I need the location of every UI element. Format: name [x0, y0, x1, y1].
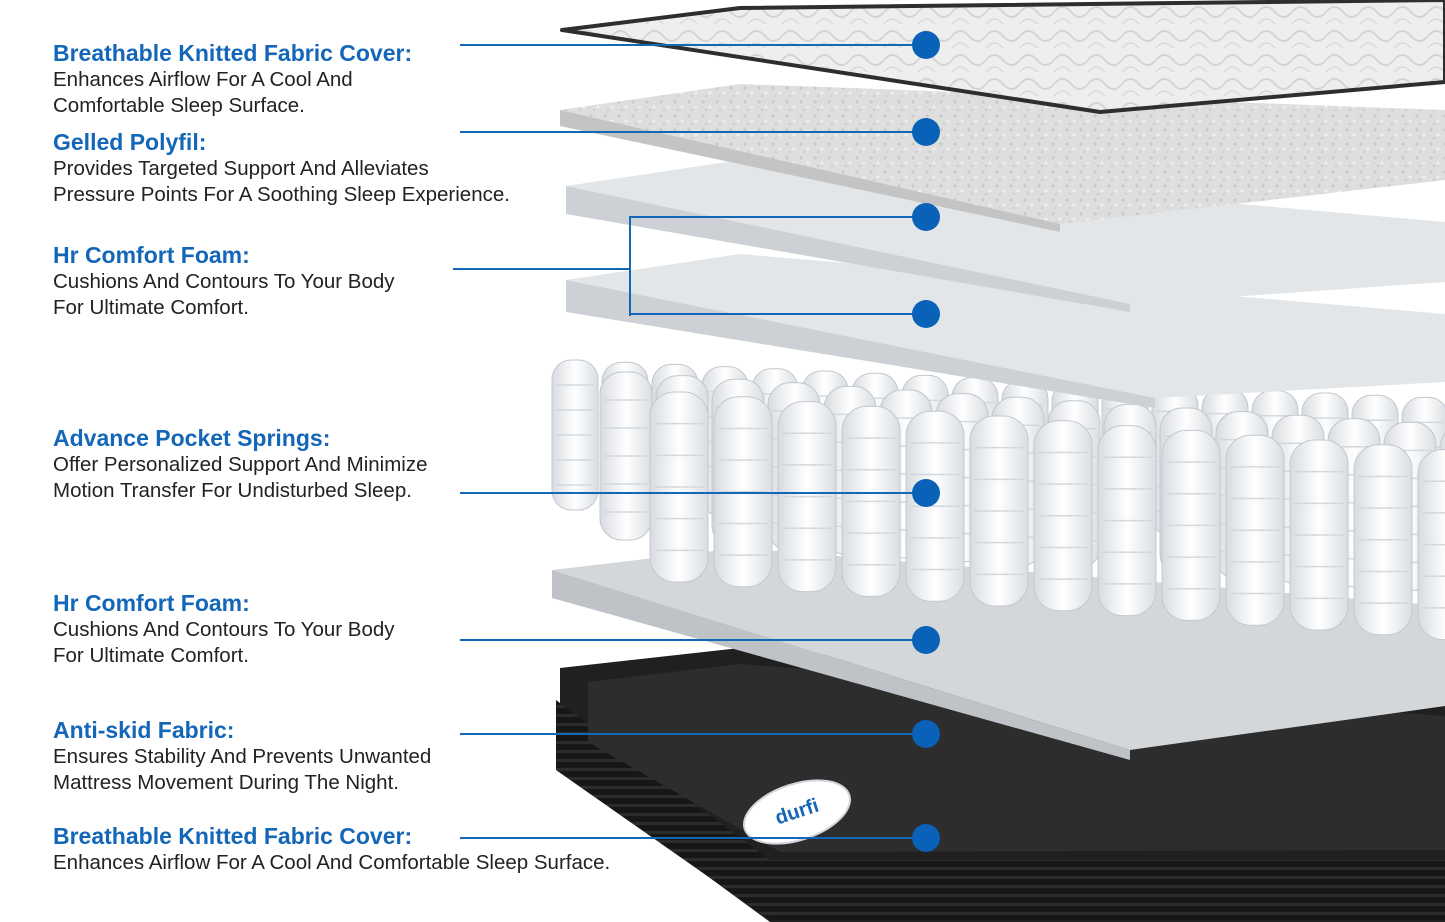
marker-dot — [912, 824, 940, 852]
marker-dot — [912, 720, 940, 748]
spring-coil — [1225, 434, 1285, 626]
spring-coil — [1353, 444, 1413, 636]
connector-line-bottom-cover — [460, 837, 926, 839]
connector-line-hr-foam-bottom — [629, 313, 926, 315]
callout-title: Breathable Knitted Fabric Cover: — [53, 40, 413, 66]
spring-coil — [713, 396, 773, 588]
connector-line-lower-foam — [460, 639, 926, 641]
callout-title: Hr Comfort Foam: — [53, 590, 250, 616]
callout-text: Enhances Airflow For A Cool And — [53, 68, 353, 91]
callout-pocket-springs: Advance Pocket Springs: Offer Personaliz… — [53, 424, 693, 504]
spring-coil — [969, 415, 1029, 607]
connector-line-polyfil — [460, 131, 926, 133]
spring-coil — [1033, 420, 1093, 612]
callout-hr-comfort-foam-upper: Hr Comfort Foam: Cushions And Contours T… — [53, 241, 693, 321]
spring-coil — [1097, 425, 1157, 617]
spring-coil — [1161, 429, 1221, 621]
layer-pocket-springs — [551, 359, 1445, 641]
connector-line-cover — [460, 44, 926, 46]
marker-dot — [912, 300, 940, 328]
layer-knitted-top-cover — [560, 0, 1445, 114]
layer-gelled-polyfil — [560, 84, 1445, 232]
callout-title: Breathable Knitted Fabric Cover: — [53, 823, 413, 849]
callout-hr-comfort-foam-lower: Hr Comfort Foam: Cushions And Contours T… — [53, 589, 693, 669]
brand-logo: durfi — [742, 779, 852, 845]
spring-coil — [551, 359, 599, 511]
callout-anti-skid-fabric: Anti-skid Fabric: Ensures Stability And … — [53, 716, 693, 796]
callout-title: Anti-skid Fabric: — [53, 717, 235, 743]
callout-title: Hr Comfort Foam: — [53, 242, 250, 268]
callout-text: Cushions And Contours To Your Body — [53, 618, 395, 641]
callout-text: Comfortable Sleep Surface. — [53, 94, 305, 117]
marker-dot — [912, 479, 940, 507]
connector-bracket-hr-foam — [629, 216, 631, 316]
callout-knitted-cover: Breathable Knitted Fabric Cover: Enhance… — [53, 39, 693, 119]
callout-text: Enhances Airflow For A Cool And Comforta… — [53, 851, 611, 874]
callout-text: Motion Transfer For Undisturbed Sleep. — [53, 479, 412, 502]
marker-dot — [912, 118, 940, 146]
callout-text: For Ultimate Comfort. — [53, 296, 249, 319]
spring-coil — [905, 410, 965, 602]
callout-text: Offer Personalized Support And Minimize — [53, 453, 428, 476]
marker-dot — [912, 626, 940, 654]
callout-text: Pressure Points For A Soothing Sleep Exp… — [53, 183, 510, 206]
marker-dot — [912, 203, 940, 231]
connector-line-hr-foam — [453, 268, 631, 270]
callout-text: Provides Targeted Support And Alleviates — [53, 157, 429, 180]
connector-line-springs — [460, 492, 926, 494]
callout-text: Mattress Movement During The Night. — [53, 771, 399, 794]
callout-text: For Ultimate Comfort. — [53, 644, 249, 667]
layer-hr-foam-2 — [566, 254, 1445, 408]
spring-coil — [1289, 439, 1349, 631]
callout-title: Gelled Polyfil: — [53, 129, 207, 155]
layer-lower-hr-foam — [552, 548, 1445, 760]
callout-text: Ensures Stability And Prevents Unwanted — [53, 745, 432, 768]
spring-coil — [649, 391, 709, 583]
spring-coil — [777, 401, 837, 593]
marker-dot — [912, 31, 940, 59]
spring-coil — [1417, 449, 1445, 641]
callout-gelled-polyfil: Gelled Polyfil: Provides Targeted Suppor… — [53, 128, 693, 208]
connector-line-hr-foam-top — [629, 216, 926, 218]
spring-coil — [841, 405, 901, 597]
connector-line-anti-skid — [460, 733, 926, 735]
callout-title: Advance Pocket Springs: — [53, 425, 331, 451]
callout-text: Cushions And Contours To Your Body — [53, 270, 395, 293]
callout-knitted-cover-bottom: Breathable Knitted Fabric Cover: Enhance… — [53, 822, 693, 876]
